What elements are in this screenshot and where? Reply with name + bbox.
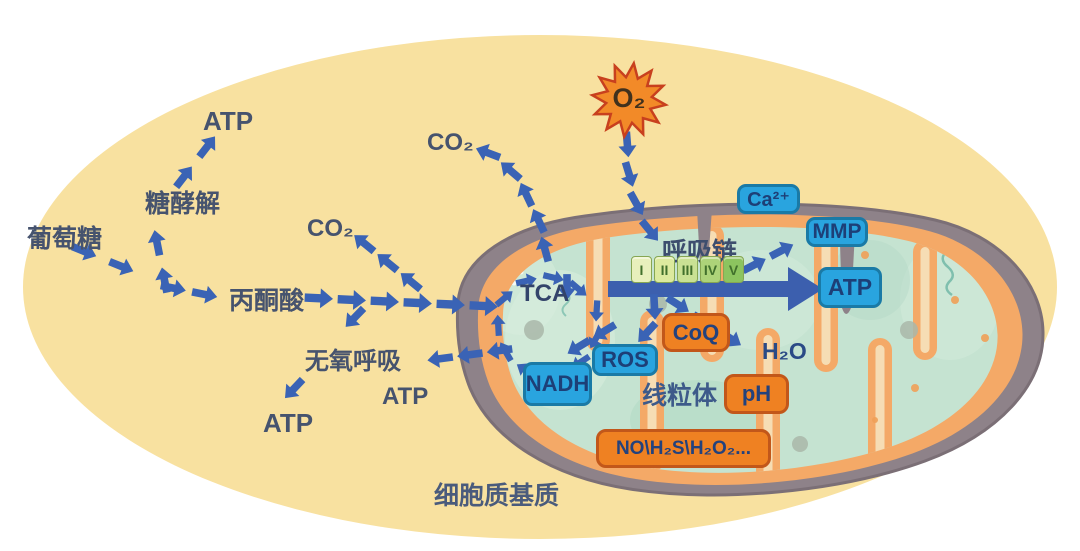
- coq-box: CoQ: [662, 313, 730, 352]
- ros-box: ROS: [592, 344, 658, 376]
- complex-iii-box: III: [677, 256, 698, 283]
- cytoplasm-label: 细胞质基质: [434, 482, 560, 510]
- mitochondrion-label: 线粒体: [642, 382, 718, 410]
- tca-label: TCA: [520, 280, 570, 307]
- complex-iv-box: IV: [700, 256, 721, 283]
- glycolysis-label: 糖酵解: [145, 190, 221, 218]
- complex-i-box: I: [631, 256, 652, 283]
- o2-label: O₂: [612, 83, 646, 113]
- atp-box: ATP: [818, 267, 882, 308]
- anaerobic-respiration-label: 无氧呼吸: [305, 348, 401, 375]
- atp-mid-label: ATP: [382, 383, 429, 410]
- electron-transport-arrow: [608, 267, 823, 311]
- co2-top-label: CO₂: [427, 129, 474, 156]
- ph-box: pH: [724, 374, 789, 414]
- co2-left-label: CO₂: [307, 215, 354, 242]
- o2-burst-icon: [588, 59, 670, 141]
- respiratory-complexes-row: I II III IV V: [631, 256, 746, 283]
- atp-top-label: ATP: [203, 106, 254, 136]
- mmp-box: MMP: [806, 217, 868, 247]
- membrane-cleft: [697, 209, 712, 269]
- atp-bottom-label: ATP: [263, 408, 314, 438]
- nadh-box: NADH: [523, 362, 592, 406]
- h2o-label: H₂O: [762, 338, 807, 364]
- gas-signals-box: NO\H₂S\H₂O₂...: [596, 429, 771, 468]
- ca-box: Ca²⁺: [737, 184, 800, 214]
- pyruvate-label: 丙酮酸: [229, 287, 305, 315]
- glucose-label: 葡萄糖: [27, 225, 103, 253]
- complex-ii-box: II: [654, 256, 675, 283]
- complex-v-box: V: [723, 256, 744, 283]
